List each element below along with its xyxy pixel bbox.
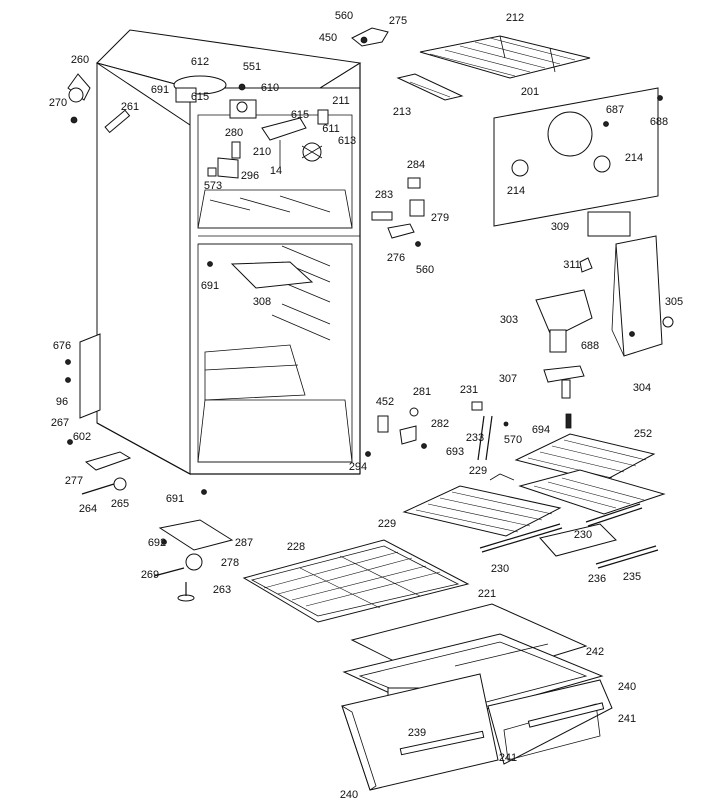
callout-229b: 229 — [378, 518, 396, 530]
callout-265: 265 — [111, 498, 129, 510]
crisper-drawers — [341, 673, 613, 791]
callout-235: 235 — [623, 571, 641, 583]
callout-691a: 691 — [151, 84, 169, 96]
callout-239: 239 — [408, 727, 426, 739]
callout-691b: 691 — [201, 280, 219, 292]
callout-252: 252 — [634, 428, 652, 440]
callout-230b: 230 — [491, 563, 509, 575]
callout-230a: 230 — [574, 529, 592, 541]
callout-281: 281 — [413, 386, 431, 398]
callout-261: 261 — [121, 101, 139, 113]
ice-tray-213 — [396, 73, 464, 101]
part-number-callouts: 560 275 212 450 260 612 551 691 615 610 201 687 688 2… — [49, 10, 683, 801]
evaporator-cover-201 — [493, 87, 663, 237]
callout-280: 280 — [225, 127, 243, 139]
callout-551: 551 — [243, 61, 261, 73]
callout-14: 14 — [270, 165, 282, 177]
glass-shelf-228 — [242, 539, 470, 623]
callout-212: 212 — [506, 12, 524, 24]
callout-308: 308 — [253, 296, 271, 308]
callout-309: 309 — [551, 221, 569, 233]
center-small-parts — [377, 401, 572, 461]
top-mounted-parts — [67, 27, 389, 179]
callout-611: 611 — [322, 123, 340, 135]
callout-214a: 214 — [625, 152, 643, 164]
callout-303: 303 — [500, 314, 518, 326]
callout-270: 270 — [49, 97, 67, 109]
callout-236: 236 — [588, 573, 606, 585]
callout-213: 213 — [393, 106, 411, 118]
callout-242: 242 — [586, 646, 604, 658]
callout-560a: 560 — [335, 10, 353, 22]
callout-305: 305 — [665, 296, 683, 308]
callout-221: 221 — [478, 588, 496, 600]
callout-294: 294 — [349, 461, 367, 473]
callout-231: 231 — [460, 384, 478, 396]
callout-276: 276 — [387, 252, 405, 264]
callout-694: 694 — [532, 424, 550, 436]
left-side-parts — [65, 333, 371, 495]
callout-691c: 691 — [166, 493, 184, 505]
callout-296: 296 — [241, 170, 259, 182]
callout-573: 573 — [204, 180, 222, 192]
callout-284: 284 — [407, 159, 425, 171]
callout-560b: 560 — [416, 264, 434, 276]
callout-277: 277 — [65, 475, 83, 487]
callout-570: 570 — [504, 434, 522, 446]
callout-233: 233 — [466, 432, 484, 444]
callout-263: 263 — [213, 584, 231, 596]
callout-214b: 214 — [507, 185, 525, 197]
callout-452: 452 — [376, 396, 394, 408]
callout-96: 96 — [56, 396, 68, 408]
callout-304: 304 — [633, 382, 651, 394]
callout-287: 287 — [235, 537, 253, 549]
callout-283: 283 — [375, 189, 393, 201]
callout-229a: 229 — [469, 465, 487, 477]
callout-311: 311 — [563, 259, 581, 271]
callout-610: 610 — [261, 82, 279, 94]
callout-241b: 241 — [499, 752, 517, 764]
callout-613: 613 — [338, 135, 356, 147]
control-housing — [535, 235, 674, 399]
lower-left-parts — [153, 519, 234, 602]
callout-450: 450 — [319, 32, 337, 44]
callout-211: 211 — [332, 95, 350, 107]
callout-307: 307 — [499, 373, 517, 385]
callout-692: 692 — [148, 537, 166, 549]
callout-615b: 615 — [291, 109, 309, 121]
callout-612: 612 — [191, 56, 209, 68]
callout-278: 278 — [221, 557, 239, 569]
callout-687: 687 — [606, 104, 624, 116]
callout-615a: 615 — [191, 91, 209, 103]
callout-602: 602 — [73, 431, 91, 443]
callout-688a: 688 — [650, 116, 668, 128]
callout-269: 269 — [141, 569, 159, 581]
callout-241a: 241 — [618, 713, 636, 725]
callout-279: 279 — [431, 212, 449, 224]
freezer-shelf-212 — [419, 35, 591, 79]
callout-693: 693 — [446, 446, 464, 458]
misc-small-parts — [207, 177, 425, 289]
callout-228: 228 — [287, 541, 305, 553]
shelves-229 — [402, 469, 666, 537]
callout-260: 260 — [71, 54, 89, 66]
callout-688b: 688 — [581, 340, 599, 352]
callout-240a: 240 — [618, 681, 636, 693]
callout-210: 210 — [253, 146, 271, 158]
callout-282: 282 — [431, 418, 449, 430]
callout-676: 676 — [53, 340, 71, 352]
callout-240b: 240 — [340, 789, 358, 801]
shelf-rails — [479, 503, 659, 569]
refrigerator-cabinet — [96, 29, 362, 475]
callout-275: 275 — [389, 15, 407, 27]
callout-267: 267 — [51, 417, 69, 429]
callout-201: 201 — [521, 86, 539, 98]
callout-264: 264 — [79, 503, 97, 515]
